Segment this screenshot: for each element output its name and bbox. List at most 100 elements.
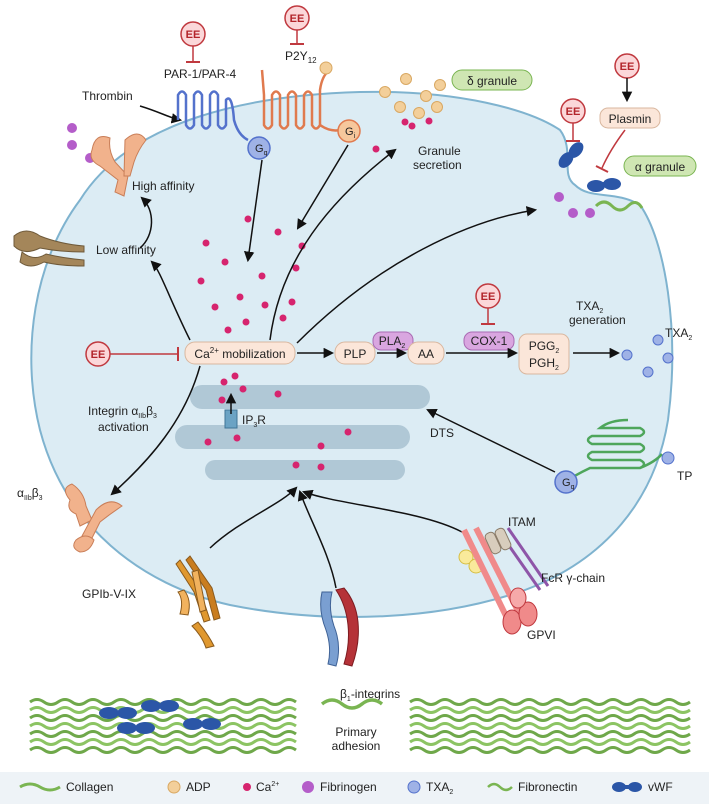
calcium-ion: [258, 272, 266, 280]
vwf-molecule: [141, 700, 161, 712]
adp-molecule: [400, 73, 412, 85]
primary-adhesion-label-2: adhesion: [332, 739, 381, 753]
calcium-ion: [372, 145, 380, 153]
legend-txa2: TXA2: [407, 780, 453, 796]
ca-mobilization-box: [184, 341, 296, 365]
adp-molecule: [413, 107, 425, 119]
calcium-ion: [344, 428, 352, 436]
svg-text:EE: EE: [290, 13, 305, 25]
pla2-label: PLA2: [379, 334, 406, 350]
fibrinogen-released: [554, 192, 595, 218]
vwf-molecule: [135, 722, 155, 734]
tp-label: TP: [677, 469, 692, 483]
aa-box: [407, 341, 445, 365]
vwf-molecule: [117, 722, 137, 734]
vwf-molecule: [159, 700, 179, 712]
calcium-ion: [231, 372, 239, 380]
pgh2-label: PGH2: [529, 356, 559, 372]
calcium-ion: [224, 326, 232, 334]
dts-label: DTS: [430, 426, 454, 440]
gi-protein: Gi: [337, 119, 361, 143]
ee-vwf: EE: [560, 98, 586, 142]
calcium-ion: [274, 390, 282, 398]
ip3r-label: IP3R: [242, 413, 266, 429]
collagen-fiber: [29, 738, 297, 746]
legend-fibronectin: Fibronectin: [487, 780, 577, 794]
adp-molecule: [420, 90, 432, 102]
svg-text:Collagen: Collagen: [66, 780, 113, 794]
granule-secretion-label-1: Granule: [418, 144, 461, 158]
calcium-ion: [274, 228, 282, 236]
dense-tubular-system: [175, 385, 430, 480]
txa2-generation-label-2: generation: [569, 313, 626, 327]
granule-secretion-label-2: secretion: [413, 158, 462, 172]
svg-text:Fibronectin: Fibronectin: [518, 780, 577, 794]
calcium-ion: [279, 314, 287, 322]
integrin-high-affinity: [90, 133, 147, 197]
collagen-fiber: [29, 714, 297, 722]
integrin-aiib-b3: [65, 483, 123, 553]
plasmin-label: Plasmin: [609, 112, 652, 126]
integrin-low-affinity: [13, 230, 85, 267]
legend-adp: ADP: [167, 780, 211, 794]
calcium-ion: [242, 318, 250, 326]
calcium-ion: [292, 264, 300, 272]
svg-text:vWF: vWF: [648, 780, 673, 794]
vwf-molecule: [114, 711, 122, 715]
integrin-activation-label-1: Integrin αIIbβ3: [88, 404, 157, 420]
svg-text:Gq: Gq: [255, 143, 268, 157]
high-affinity-label: High affinity: [132, 179, 194, 193]
collagen-fibers-left: [29, 698, 297, 754]
collagen-fiber: [409, 706, 691, 714]
calcium-ion: [220, 378, 228, 386]
svg-text:EE: EE: [91, 349, 106, 361]
plp-label: PLP: [344, 347, 367, 361]
vwf-molecule: [198, 722, 206, 726]
adp-molecule: [434, 79, 446, 91]
alpha-granule-box: [623, 155, 697, 177]
svg-text:TXA2: TXA2: [426, 780, 453, 796]
vwf-on-collagen: [99, 700, 221, 734]
svg-text:Gi: Gi: [345, 126, 356, 140]
fibronectin-primary: [320, 698, 384, 710]
svg-text:EE: EE: [566, 106, 581, 118]
calcium-ion: [408, 122, 416, 130]
ee-p2y12: EE: [284, 5, 310, 45]
calcium-ion: [292, 461, 300, 469]
aiib-b3-label: αIIbβ3: [17, 486, 43, 502]
calcium-ion: [202, 239, 210, 247]
calcium-ion: [401, 118, 409, 126]
pgg2-label: PGG2: [529, 339, 560, 355]
p2y12-label: P2Y12: [285, 49, 317, 65]
ee-par: EE: [180, 21, 206, 63]
plasmin-box: [599, 107, 661, 129]
collagen-fiber: [409, 698, 691, 706]
collagen-fiber: [29, 706, 297, 714]
par-receptor: [176, 90, 249, 142]
calcium-ion: [317, 463, 325, 471]
collagen-fibers-right: [409, 698, 691, 754]
gpvi-label: GPVI: [527, 628, 556, 642]
calcium-ion: [197, 277, 205, 285]
calcium-ion: [204, 438, 212, 446]
collagen-fiber: [409, 738, 691, 746]
legend-calcium: Ca2+: [243, 780, 279, 794]
vwf-molecule: [99, 707, 119, 719]
pla2-box: [372, 331, 414, 351]
vwf-molecule: [156, 704, 164, 708]
legend-bar: [0, 772, 709, 804]
ee-cox1: EE: [475, 283, 501, 325]
adp-molecule: [431, 101, 443, 113]
adp-bound: [319, 61, 333, 75]
delta-granule-contents: [379, 73, 446, 130]
vwf-released: [558, 142, 621, 192]
calcium-ion: [233, 434, 241, 442]
cox1-box: [463, 331, 515, 351]
collagen-fiber: [29, 722, 297, 730]
svg-text:EE: EE: [186, 29, 201, 41]
ca-mobilization-label: Ca2+ mobilization: [194, 346, 285, 361]
txa2-generation-label-1: TXA2: [576, 299, 603, 315]
calcium-ion: [425, 117, 433, 125]
collagen-fiber: [29, 730, 297, 738]
aa-label: AA: [418, 347, 434, 361]
